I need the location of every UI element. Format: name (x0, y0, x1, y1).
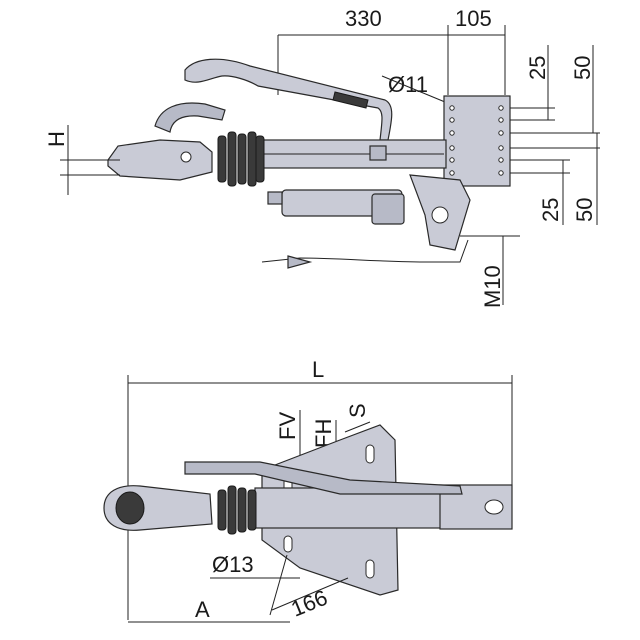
dim-S-line (344, 421, 371, 433)
plan-bracket-hole (484, 499, 504, 515)
dim-dia11-label: Ø11 (388, 72, 428, 97)
dim-50-bottom-label: 50 (572, 198, 597, 222)
dim-25-top-label: 25 (525, 56, 550, 80)
dim-dia11-leader (381, 75, 446, 103)
breakaway-cable (261, 239, 469, 263)
dim-dia13-label: Ø13 (212, 552, 254, 577)
coupling-head (107, 139, 213, 181)
mounting-bracket (443, 95, 511, 187)
cable-clip (287, 255, 313, 269)
dim-H-label: H (44, 131, 69, 147)
dim-M10-label: M10 (480, 265, 505, 308)
dim-S-label: S (345, 403, 370, 418)
slot-1 (365, 444, 375, 464)
dim-FV-label: FV (275, 412, 300, 440)
plan-lever (184, 461, 463, 495)
side-view: 330 105 Ø11 25 50 25 50 (44, 6, 600, 308)
slot-3 (283, 535, 293, 553)
slot-2 (365, 559, 375, 579)
dim-25-bottom-label: 25 (538, 198, 563, 222)
dim-A-label: A (195, 597, 210, 622)
dim-166-label: 166 (288, 585, 331, 622)
dim-105-label: 105 (455, 6, 492, 31)
dim-166-ext1 (269, 554, 288, 616)
plan-view: L FV FH S Ø13 (103, 357, 513, 623)
coupling-pivot (180, 151, 192, 163)
brake-pivot (431, 206, 449, 224)
damper-mount (267, 191, 283, 205)
dim-L-label: L (312, 357, 324, 382)
damper-end (371, 193, 405, 225)
lever-grip-detail (332, 91, 369, 109)
plan-ball-socket (115, 491, 145, 525)
bellows (217, 131, 265, 187)
dim-166-line (271, 577, 349, 611)
dim-330-label: 330 (345, 6, 382, 31)
dim-50-top-label: 50 (570, 56, 595, 80)
coupling-handle (154, 102, 226, 133)
plan-bellows (217, 485, 257, 535)
drawbar-bolt (369, 145, 387, 161)
bracket-holes (449, 105, 504, 176)
